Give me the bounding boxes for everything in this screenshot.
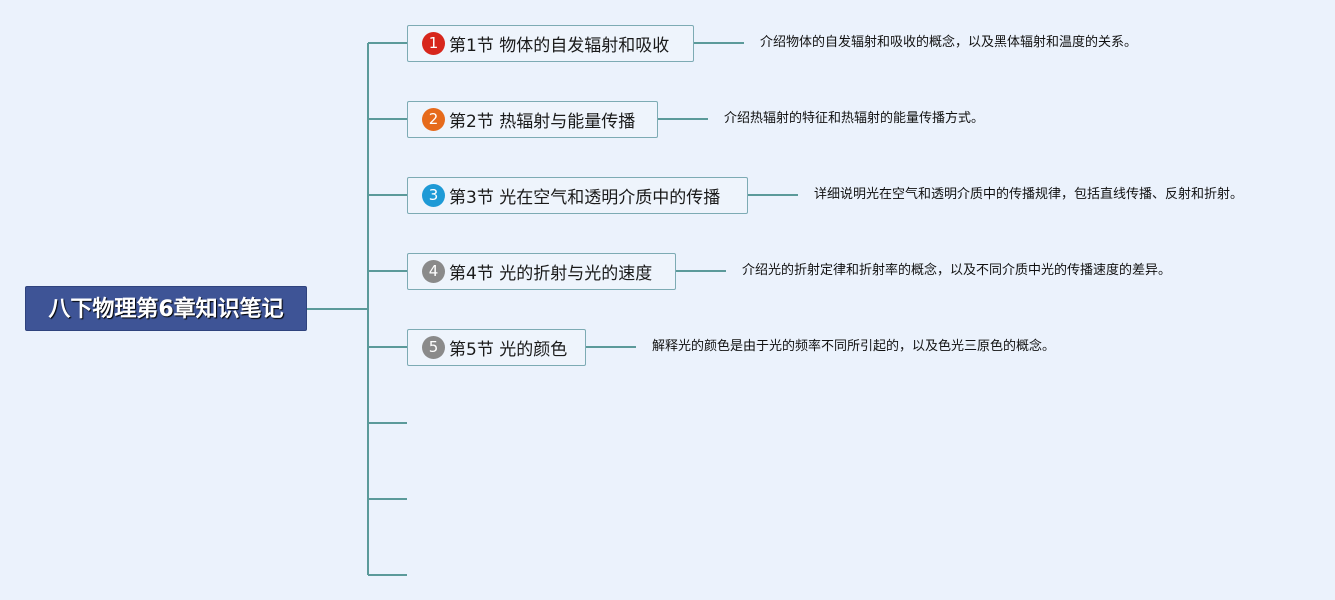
- number-badge-icon: 3: [422, 184, 445, 207]
- number-badge-icon: 2: [422, 108, 445, 131]
- topic-node-5[interactable]: 5 第5节 光的颜色: [407, 329, 586, 366]
- number-badge-icon: 5: [422, 336, 445, 359]
- topic-node-1[interactable]: 1 第1节 物体的自发辐射和吸收: [407, 25, 694, 62]
- topic-description-1[interactable]: 介绍物体的自发辐射和吸收的概念，以及黑体辐射和温度的关系。: [760, 35, 1138, 50]
- topic-description-5[interactable]: 解释光的颜色是由于光的频率不同所引起的，以及色光三原色的概念。: [652, 339, 1056, 354]
- topic-node-2[interactable]: 2 第2节 热辐射与能量传播: [407, 101, 658, 138]
- topic-label: 第5节 光的颜色: [449, 340, 568, 360]
- topic-description-4[interactable]: 介绍光的折射定律和折射率的概念，以及不同介质中光的传播速度的差异。: [742, 263, 1172, 278]
- topic-description-2[interactable]: 介绍热辐射的特征和热辐射的能量传播方式。: [724, 111, 985, 126]
- number-badge-icon: 4: [422, 260, 445, 283]
- root-topic[interactable]: 八下物理第6章知识笔记: [25, 286, 307, 331]
- number-badge-icon: 1: [422, 32, 445, 55]
- topic-label: 第2节 热辐射与能量传播: [449, 112, 636, 132]
- topic-description-3[interactable]: 详细说明光在空气和透明介质中的传播规律，包括直线传播、反射和折射。: [814, 187, 1244, 202]
- topic-label: 第3节 光在空气和透明介质中的传播: [449, 188, 721, 208]
- topic-node-4[interactable]: 4 第4节 光的折射与光的速度: [407, 253, 676, 290]
- topic-label: 第1节 物体的自发辐射和吸收: [449, 36, 670, 56]
- topic-node-3[interactable]: 3 第3节 光在空气和透明介质中的传播: [407, 177, 748, 214]
- topic-label: 第4节 光的折射与光的速度: [449, 264, 653, 284]
